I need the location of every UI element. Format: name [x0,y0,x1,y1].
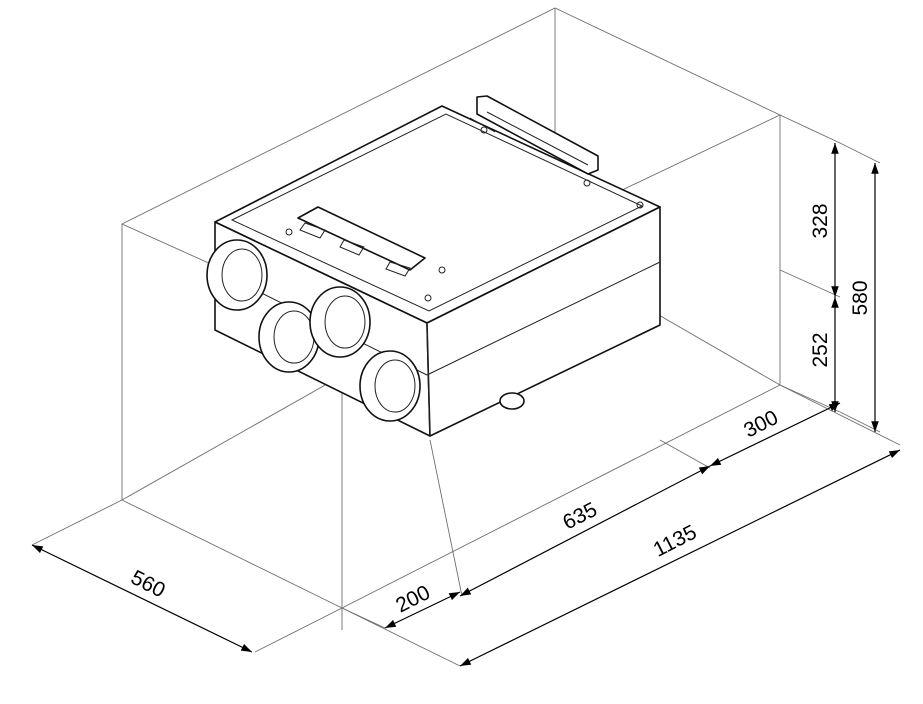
label-depth-rear: 300 [740,406,782,442]
drain-outlet [499,392,525,410]
mounting-bracket-rear [469,95,599,187]
duct-spigot-4 [359,350,421,422]
dim-line-300 [709,402,841,467]
label-width: 560 [127,566,169,602]
label-depth-front: 200 [392,581,434,617]
label-height-upper: 328 [809,203,832,238]
label-depth-middle: 635 [559,498,601,534]
label-height-lower: 252 [809,332,832,367]
dim-line-1135 [459,449,901,667]
label-height-total: 580 [849,280,872,315]
duct-spigot-2 [258,301,320,373]
dim-line-200 [384,591,461,629]
ventilation-unit [206,95,661,437]
duct-spigot-3 [309,286,371,358]
duct-spigot-1 [206,239,268,311]
label-depth-total: 1135 [650,521,701,562]
mounting-bracket-top [285,201,644,302]
dimension-lines [31,143,901,667]
dim-line-560 [31,544,253,653]
